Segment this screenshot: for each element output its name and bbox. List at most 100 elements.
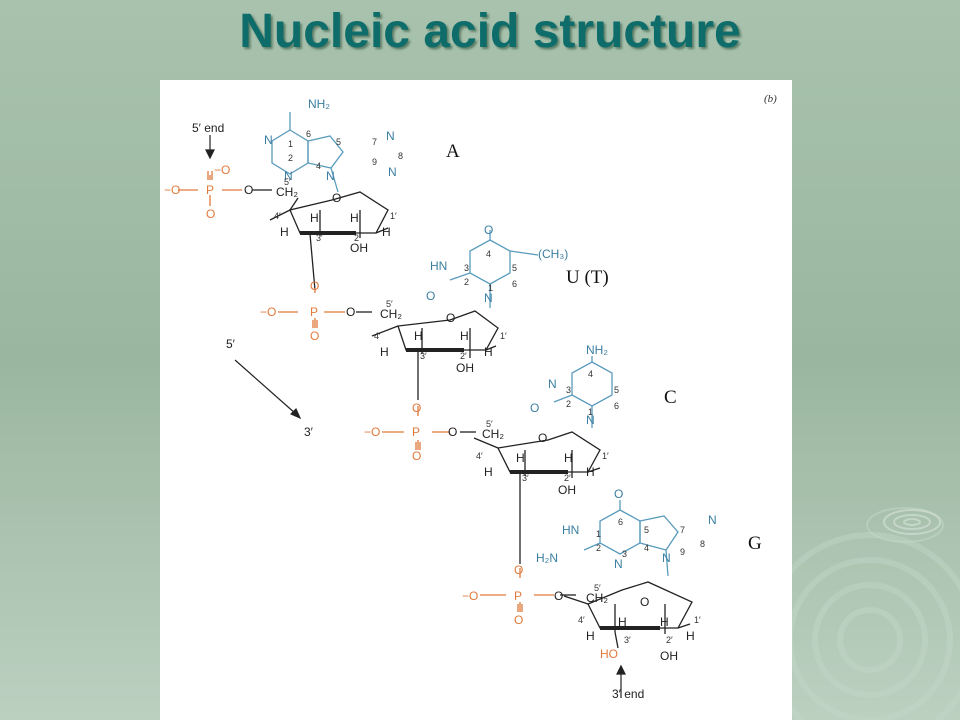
hydroxyl: OH <box>456 361 474 375</box>
hydrogen: H <box>484 345 493 359</box>
ring-number: 9 <box>680 547 686 557</box>
phosphate-oxygen: O <box>514 613 524 627</box>
phosphorus: P <box>310 305 319 319</box>
slide-title: Nucleic acid structure <box>239 5 741 58</box>
direction-start-label: 5′ <box>226 337 235 351</box>
ring-oxygen: O <box>446 311 456 325</box>
hydrogen: H <box>564 451 573 465</box>
hydrogen: H <box>618 615 627 629</box>
ring-number: 6 <box>512 279 518 289</box>
phosphorus: P <box>206 183 215 197</box>
carbonyl-oxygen: O <box>484 223 494 237</box>
phosphate-oxygen: O <box>412 401 422 415</box>
hydrogen: H <box>380 345 389 359</box>
ring-number: 3 <box>464 263 470 273</box>
amino-group: H₂N <box>536 551 558 565</box>
carbon-number: 1′ <box>390 211 397 221</box>
ring-oxygen: O <box>640 595 650 609</box>
ring-number: 1 <box>588 407 594 417</box>
ester-oxygen: O <box>346 305 356 319</box>
ring-number: 7 <box>372 137 378 147</box>
carbon-number: 3′ <box>624 635 631 645</box>
phosphate-oxygen: O <box>206 207 216 221</box>
phosphate-oxygen: −O <box>164 183 181 197</box>
ring-number: 4 <box>588 369 594 379</box>
phosphate-oxygen: −O <box>260 305 277 319</box>
hydrogen: H <box>414 329 423 343</box>
nitrogen: N <box>586 413 595 427</box>
carbon-number: 5′ <box>594 583 601 593</box>
ring-number: 3 <box>622 549 628 559</box>
nitrogen: N <box>386 129 395 143</box>
hydrogen: H <box>586 465 595 479</box>
nitrogen: N <box>708 513 717 527</box>
hydrogen: H <box>484 465 493 479</box>
three-prime-hydroxyl: HO <box>600 647 618 661</box>
hydrogen: H <box>686 629 695 643</box>
hydroxyl: OH <box>350 241 368 255</box>
phosphorus: P <box>412 425 421 439</box>
carbonyl-oxygen: O <box>426 289 436 303</box>
phosphate-oxygen: −O <box>462 589 479 603</box>
carbon-number: 5′ <box>386 299 393 309</box>
ring-number: 5 <box>336 137 342 147</box>
carbon-number: 1′ <box>500 331 507 341</box>
hydrogen: H <box>350 211 359 225</box>
base-label-a: A <box>446 141 460 162</box>
ester-oxygen: O <box>448 425 458 439</box>
carbon-number: 2′ <box>354 233 361 243</box>
ch2-group: CH₂ <box>586 591 608 605</box>
nitrogen: N <box>264 133 273 147</box>
ring-number: 3 <box>566 385 572 395</box>
phosphate-oxygen: O <box>514 563 524 577</box>
carbon-number: 4′ <box>578 615 585 625</box>
phosphate-oxygen: −O <box>364 425 381 439</box>
ring-number: 4 <box>316 161 322 171</box>
hydrogen: H <box>460 329 469 343</box>
ring-number: 7 <box>680 525 686 535</box>
ring-oxygen: O <box>538 431 548 445</box>
phosphate-oxygen: O <box>310 329 320 343</box>
ring-number: 4 <box>644 543 650 553</box>
carbon-number: 1′ <box>602 451 609 461</box>
ring-number: 1 <box>596 529 602 539</box>
amino-group: NH₂ <box>308 97 330 111</box>
ring-number: 2 <box>566 399 572 409</box>
base-label-g: G <box>748 533 762 554</box>
carbonyl-oxygen: O <box>530 401 540 415</box>
ester-oxygen: O <box>554 589 564 603</box>
ring-number: 6 <box>306 129 312 139</box>
ring-number: 2 <box>596 543 602 553</box>
ch2-group: CH₂ <box>380 307 402 321</box>
imino: HN <box>562 523 580 537</box>
carbon-number: 4′ <box>374 331 381 341</box>
hydrogen: H <box>382 225 391 239</box>
base-label-u: U (T) <box>566 267 609 288</box>
carbon-number: 4′ <box>274 211 281 221</box>
carbon-number: 2′ <box>564 473 571 483</box>
hydroxyl: OH <box>660 649 678 663</box>
phosphorus: P <box>514 589 523 603</box>
hydrogen: H <box>586 629 595 643</box>
nitrogen: N <box>548 377 557 391</box>
nitrogen: N <box>388 165 397 179</box>
ring-number: 2 <box>464 277 470 287</box>
nitrogen: N <box>484 291 493 305</box>
chain-bonds <box>178 112 693 698</box>
nitrogen: N <box>284 169 293 183</box>
ring-number: 8 <box>700 539 706 549</box>
nucleotide-chain-figure: (b) 5′ end 3′ end 5′ 3′ A NH₂ N N N N N … <box>160 80 792 720</box>
hydrogen: H <box>516 451 525 465</box>
carbon-number: 2′ <box>666 635 673 645</box>
carbon-number: 5′ <box>486 419 493 429</box>
ring-oxygen: O <box>332 191 342 205</box>
carbon-number: 2′ <box>460 351 467 361</box>
hydroxyl: OH <box>558 483 576 497</box>
ring-number: 5 <box>614 385 620 395</box>
ring-number: 1 <box>288 139 294 149</box>
ch2-group: CH₂ <box>482 427 504 441</box>
amino-group: NH₂ <box>586 343 608 357</box>
ring-number: 6 <box>618 517 624 527</box>
nitrogen: N <box>614 557 623 571</box>
ring-number: 6 <box>614 401 620 411</box>
